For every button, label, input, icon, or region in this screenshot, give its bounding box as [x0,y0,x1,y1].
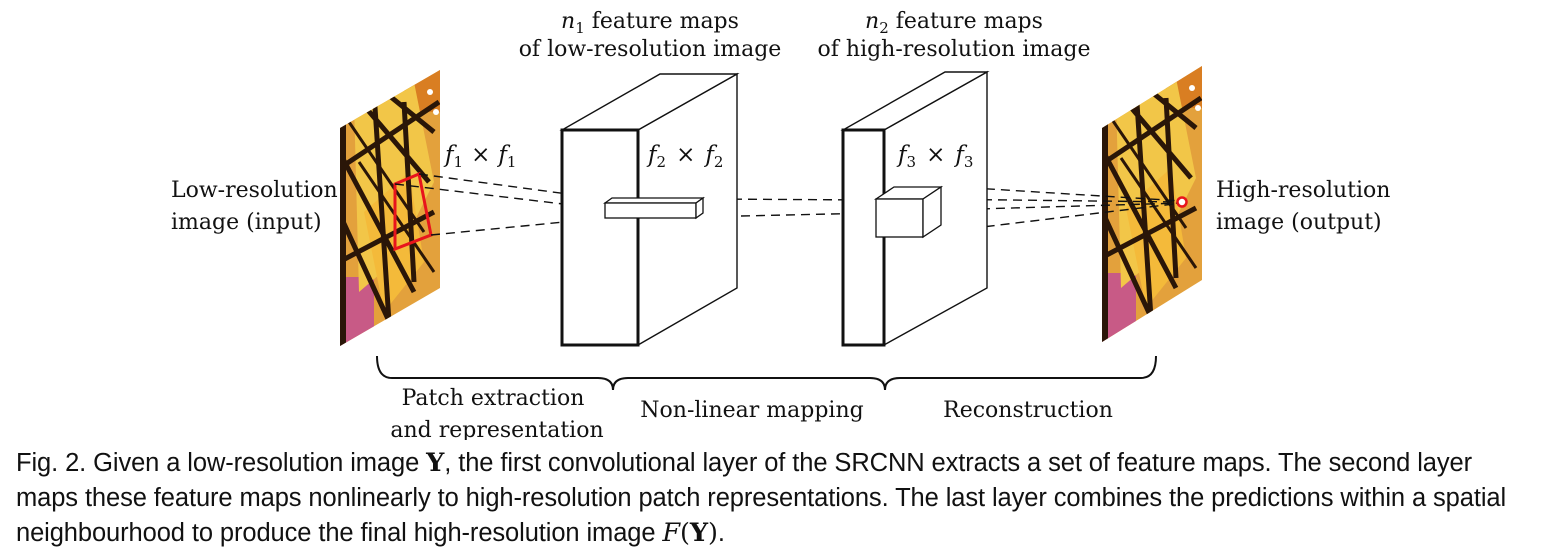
stage-label-patch-extraction-line2: and representation [390,418,603,440]
projection-lines [394,173,1183,236]
stage-label-patch-extraction-line1: Patch extraction [402,386,585,411]
srcnn-diagram: Low-resolution image (input) High-resolu… [171,9,1390,440]
filter3-label: f3×f3 [896,142,973,171]
input-image [334,62,444,352]
output-label-line2: image (output) [1216,210,1382,235]
stage-label-reconstruction: Reconstruction [943,398,1113,423]
layer2-title-line2: of high-resolution image [818,37,1091,62]
input-label-line2: image (input) [171,210,322,235]
layer1-title-line1: n1 feature maps [561,9,739,37]
figure-caption: Fig. 2. Given a low-resolution image Y, … [16,448,1507,548]
stage-braces [376,355,1157,391]
filter-cube-3 [873,185,944,239]
layer2-title-line1: n2 feature maps [865,9,1043,37]
filter1-label: f1×f1 [443,142,516,171]
filter2-label: f2×f2 [646,142,723,171]
feature-maps-layer2 [840,70,990,347]
output-pixel-marker [1176,196,1188,208]
layer1-title-line2: of low-resolution image [519,37,782,62]
input-label-line1: Low-resolution [171,178,338,203]
filter-cuboid-2 [602,196,706,220]
output-image [1096,58,1206,348]
output-label-line1: High-resolution [1216,178,1390,203]
stage-label-non-linear-mapping: Non-linear mapping [640,398,863,423]
